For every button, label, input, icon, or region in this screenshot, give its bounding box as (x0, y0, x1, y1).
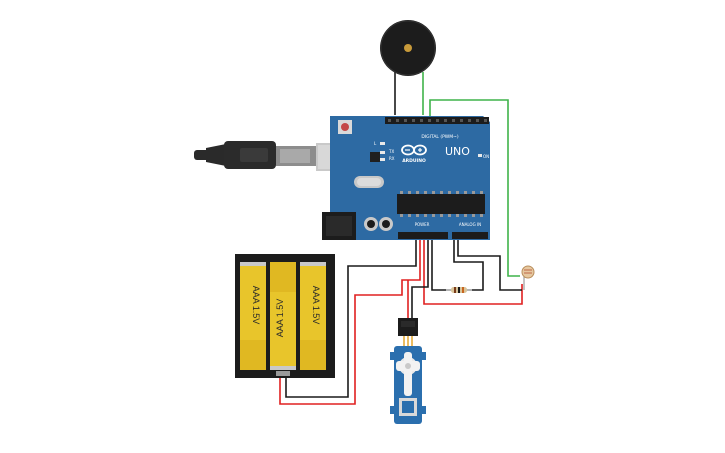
led-label-tx: TX (388, 149, 394, 154)
digital-header-label: DIGITAL (PWM~) (421, 134, 459, 140)
resistor-lead (431, 238, 446, 291)
red-power-wire-1 (423, 238, 523, 305)
led-label-l: L (374, 141, 377, 146)
photoresistor[interactable] (521, 265, 535, 290)
led-label-rx: RX (389, 156, 395, 161)
black-analog-wire-2 (457, 238, 522, 291)
on-led-label: ON (483, 154, 489, 159)
board-brand: ARDUINO (402, 158, 426, 164)
wires (279, 72, 523, 405)
battery-cell-2-label: AAA 1.5V (275, 299, 285, 338)
black-analog-wire (453, 238, 484, 291)
arduino-uno-board[interactable]: DIGITAL (PWM~) L TX RX ARDUINO UNO ON (322, 116, 490, 240)
buzzer-hole (404, 44, 412, 52)
battery-cell-3 (300, 262, 326, 370)
black-ground-wire-2 (285, 238, 417, 398)
power-header-label: POWER (415, 222, 430, 227)
power-header (398, 232, 448, 239)
black-ground-wire-1 (411, 238, 429, 318)
servo-motor[interactable] (390, 318, 426, 424)
red-power-wire-2 (279, 238, 421, 405)
resistor[interactable] (446, 287, 472, 293)
atmega-chip (397, 194, 485, 214)
analog-header-label: ANALOG IN (459, 222, 481, 227)
analog-header (452, 232, 488, 239)
battery-pack[interactable]: AAA 1.5V AAA 1.5V AAA 1.5V (235, 254, 335, 378)
battery-cell-3-label: AAA 1.5V (311, 286, 321, 325)
battery-terminal (276, 371, 290, 376)
piezo-buzzer[interactable] (380, 20, 436, 76)
arduino-logo (401, 144, 427, 156)
usb-chip (370, 152, 380, 162)
battery-cell-2 (270, 262, 296, 370)
battery-cell-1 (240, 262, 266, 370)
board-model: UNO (445, 145, 470, 158)
green-signal-wire (429, 99, 520, 277)
battery-cell-1-label: AAA 1.5V (251, 286, 261, 325)
